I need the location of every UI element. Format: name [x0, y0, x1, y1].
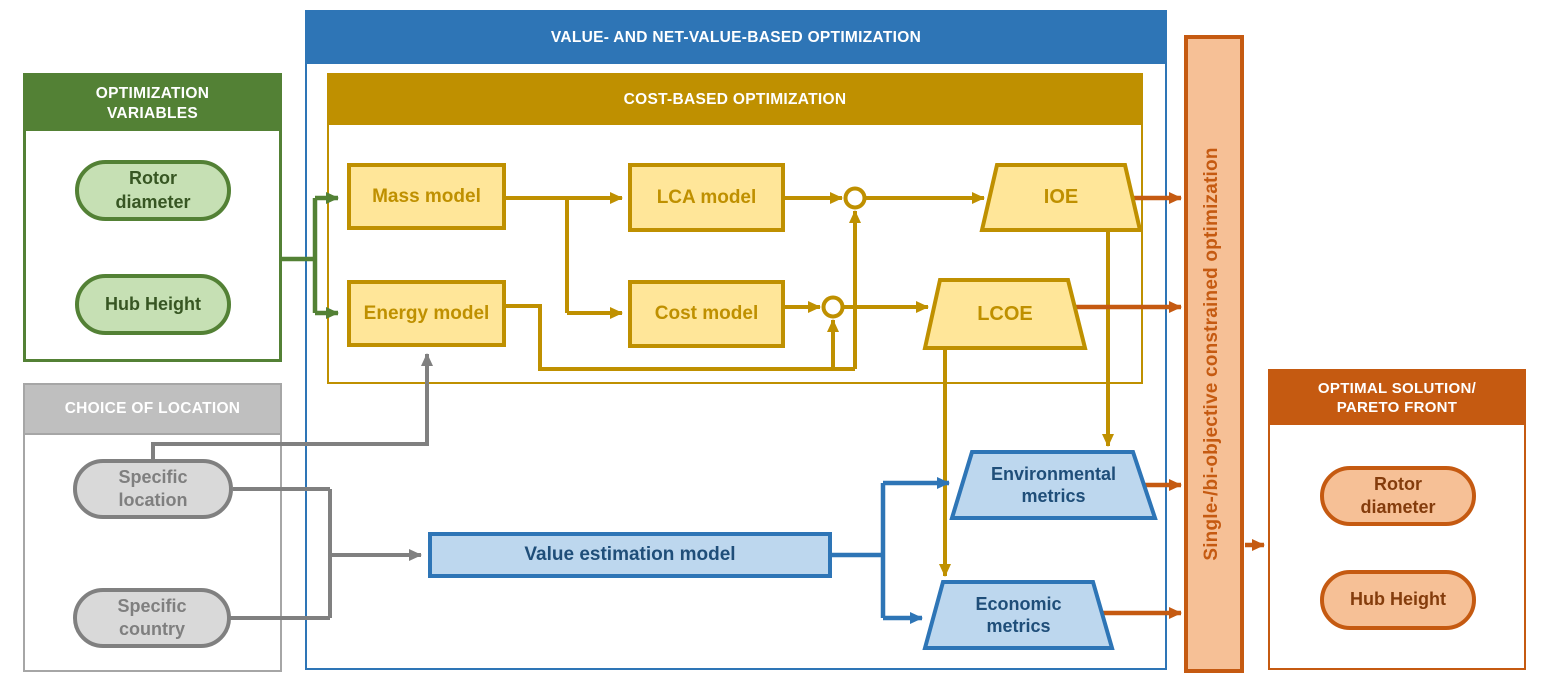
- rotor-diameter-variable-label: Rotor diameter: [115, 168, 191, 212]
- value-estimation-model-box: Value estimation model: [428, 532, 832, 578]
- value-optimization-header: VALUE- AND NET-VALUE-BASED OPTIMIZATION: [307, 12, 1165, 64]
- optimal-solution-title: OPTIMAL SOLUTION/ PARETO FRONT: [1317, 379, 1477, 417]
- value-estimation-model-label: Value estimation model: [524, 544, 736, 565]
- cost-model-box: Cost model: [628, 280, 785, 348]
- specific-country-pill: Specific country: [73, 588, 231, 648]
- optimization-variables-header: OPTIMIZATION VARIABLES: [26, 76, 279, 131]
- value-optimization-title: VALUE- AND NET-VALUE-BASED OPTIMIZATION: [550, 29, 922, 46]
- specific-location-label: Specific location: [118, 466, 188, 510]
- mass-model-label: Mass model: [372, 185, 481, 207]
- rotor-diameter-result-label: Rotor diameter: [1360, 473, 1436, 517]
- lca-model-label: LCA model: [656, 186, 757, 208]
- specific-location-pill: Specific location: [73, 459, 233, 519]
- optimizer-bar: [1184, 35, 1244, 673]
- hub-height-result-label: Hub Height: [1350, 589, 1446, 610]
- cost-optimization-header: COST-BASED OPTIMIZATION: [329, 75, 1141, 125]
- specific-country-label: Specific country: [117, 595, 187, 639]
- rotor-diameter-result-pill: Rotor diameter: [1320, 466, 1476, 526]
- lca-model-box: LCA model: [628, 163, 785, 232]
- mass-model-box: Mass model: [347, 163, 506, 230]
- choice-of-location-title: CHOICE OF LOCATION: [64, 400, 241, 417]
- energy-model-box: Energy model: [347, 280, 506, 347]
- hub-height-variable-pill: Hub Height: [75, 274, 231, 335]
- cost-model-label: Cost model: [654, 303, 759, 324]
- optimization-variables-title: OPTIMIZATION VARIABLES: [95, 85, 210, 122]
- optimal-solution-header: OPTIMAL SOLUTION/ PARETO FRONT: [1270, 371, 1524, 425]
- cost-optimization-title: COST-BASED OPTIMIZATION: [623, 91, 847, 108]
- rotor-diameter-variable-pill: Rotor diameter: [75, 160, 231, 221]
- energy-model-label: Energy model: [363, 302, 490, 324]
- choice-of-location-header: CHOICE OF LOCATION: [25, 385, 280, 435]
- hub-height-result-pill: Hub Height: [1320, 570, 1476, 630]
- hub-height-variable-label: Hub Height: [105, 293, 201, 314]
